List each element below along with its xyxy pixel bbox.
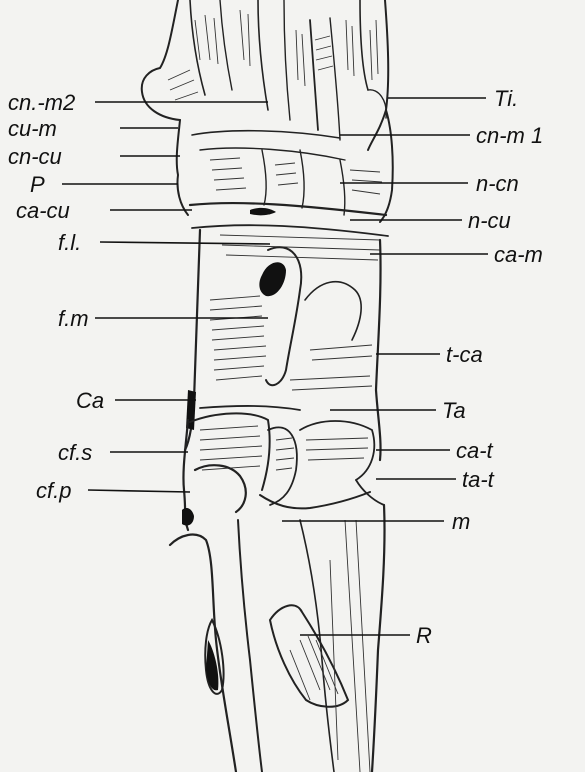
label-ca-cu: ca-cu bbox=[16, 198, 70, 223]
label-ta-t: ta-t bbox=[462, 467, 495, 492]
label-ca-t: ca-t bbox=[456, 438, 494, 463]
label-cn-cu: cn-cu bbox=[8, 144, 62, 169]
leader-fl bbox=[100, 242, 270, 244]
label-cfs: cf.s bbox=[58, 440, 92, 465]
label-fl: f.l. bbox=[58, 230, 81, 255]
leader-lines bbox=[62, 98, 488, 635]
label-cn-m2: cn.-m2 bbox=[8, 90, 75, 115]
label-t-ca: t-ca bbox=[446, 342, 483, 367]
label-ta: Ta bbox=[442, 398, 466, 423]
label-n-cu: n-cu bbox=[468, 208, 511, 233]
label-ti: Ti. bbox=[494, 86, 518, 111]
label-ca-m: ca-m bbox=[494, 242, 543, 267]
labels-left: cn.-m2 cu-m cn-cu P ca-cu f.l. f.m Ca cf… bbox=[8, 90, 104, 503]
leader-cfp bbox=[88, 490, 190, 492]
label-r: R bbox=[416, 623, 432, 648]
calcaneus-talus bbox=[185, 230, 381, 480]
label-m: m bbox=[452, 509, 470, 534]
label-fm: f.m bbox=[58, 306, 89, 331]
tarsal-bones bbox=[177, 110, 393, 260]
lower-leg-bones bbox=[170, 505, 385, 772]
label-n-cn: n-cn bbox=[476, 171, 519, 196]
lower-tarsals bbox=[182, 413, 384, 530]
label-p: P bbox=[30, 172, 45, 197]
label-cn-m1: cn-m 1 bbox=[476, 123, 543, 148]
label-cu-m: cu-m bbox=[8, 116, 57, 141]
label-cfp: cf.p bbox=[36, 478, 71, 503]
label-ca: Ca bbox=[76, 388, 104, 413]
labels-right: Ti. cn-m 1 n-cn n-cu ca-m t-ca Ta ca-t t… bbox=[416, 86, 543, 648]
